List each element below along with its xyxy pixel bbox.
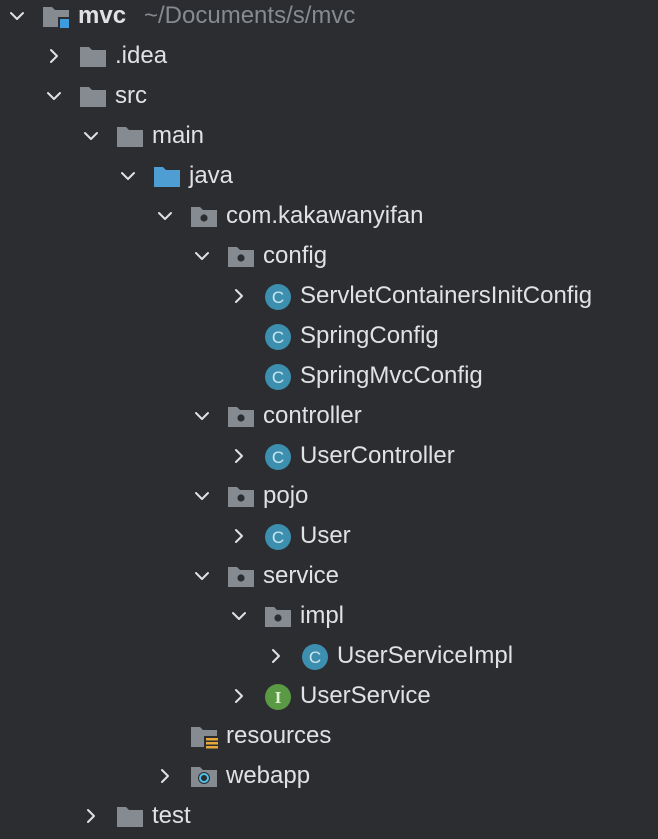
chevron-right-icon[interactable] xyxy=(228,685,250,707)
tree-item-user-controller[interactable]: C UserController xyxy=(0,437,658,477)
tree-item-label: SpringConfig xyxy=(300,322,439,349)
tree-item-servlet-containers-init-config[interactable]: C ServletContainersInitConfig xyxy=(0,277,658,317)
class-icon: C xyxy=(263,282,293,319)
chevron-right-icon[interactable] xyxy=(228,525,250,547)
class-icon: C xyxy=(300,642,330,679)
chevron-down-icon[interactable] xyxy=(43,85,65,107)
chevron-right-icon[interactable] xyxy=(43,45,65,67)
chevron-down-icon[interactable] xyxy=(117,165,139,187)
module-icon xyxy=(41,2,71,39)
chevron-down-icon[interactable] xyxy=(154,205,176,227)
chevron-down-icon[interactable] xyxy=(6,5,28,27)
svg-text:C: C xyxy=(272,528,284,547)
tree-item-label: webapp xyxy=(226,762,311,789)
chevron-down-icon[interactable] xyxy=(191,565,213,587)
package-icon xyxy=(263,602,293,639)
tree-item-main[interactable]: main xyxy=(0,117,658,157)
tree-item-com-kakawanyifan[interactable]: com.kakawanyifan xyxy=(0,197,658,237)
folder-icon xyxy=(78,42,108,79)
tree-item-label: User xyxy=(300,522,351,549)
chevron-down-icon[interactable] xyxy=(191,245,213,267)
class-icon: C xyxy=(263,522,293,559)
tree-item-webapp[interactable]: webapp xyxy=(0,757,658,797)
folder-icon xyxy=(115,122,145,159)
web-folder-icon xyxy=(189,762,219,799)
svg-text:C: C xyxy=(272,368,284,387)
folder-icon xyxy=(115,802,145,839)
tree-item-pojo[interactable]: pojo xyxy=(0,477,658,517)
tree-item-label: pojo xyxy=(263,482,309,509)
tree-item-controller[interactable]: controller xyxy=(0,397,658,437)
tree-item-label: UserService xyxy=(300,682,431,709)
class-icon: C xyxy=(263,362,293,399)
package-icon xyxy=(226,562,256,599)
project-path: ~/Documents/s/mvc xyxy=(144,2,356,29)
tree-item-impl[interactable]: impl xyxy=(0,597,658,637)
tree-item-label: .idea xyxy=(115,42,168,69)
folder-icon xyxy=(78,82,108,119)
tree-item-src[interactable]: src xyxy=(0,77,658,117)
package-icon xyxy=(226,482,256,519)
tree-item-user-service-impl[interactable]: C UserServiceImpl xyxy=(0,637,658,677)
tree-item-label: test xyxy=(152,802,191,829)
tree-item-idea[interactable]: .idea xyxy=(0,37,658,77)
tree-item-label: SpringMvcConfig xyxy=(300,362,483,389)
package-icon xyxy=(226,242,256,279)
tree-item-resources[interactable]: resources xyxy=(0,717,658,757)
source-folder-icon xyxy=(152,162,182,199)
svg-text:C: C xyxy=(309,648,321,667)
tree-item-label: config xyxy=(263,242,328,269)
tree-item-label: ServletContainersInitConfig xyxy=(300,282,593,309)
tree-item-spring-config[interactable]: C SpringConfig xyxy=(0,317,658,357)
svg-text:C: C xyxy=(272,448,284,467)
chevron-right-icon[interactable] xyxy=(228,285,250,307)
chevron-down-icon[interactable] xyxy=(228,605,250,627)
tree-item-mvc[interactable]: mvc ~/Documents/s/mvc xyxy=(0,0,658,37)
tree-item-label: impl xyxy=(300,602,345,629)
chevron-down-icon[interactable] xyxy=(191,405,213,427)
tree-item-label: java xyxy=(189,162,234,189)
tree-item-spring-mvc-config[interactable]: C SpringMvcConfig xyxy=(0,357,658,397)
tree-item-label: controller xyxy=(263,402,362,429)
tree-item-label: com.kakawanyifan xyxy=(226,202,424,229)
tree-item-label: service xyxy=(263,562,340,589)
tree-item-label: UserServiceImpl xyxy=(337,642,514,669)
tree-item-label: main xyxy=(152,122,205,149)
tree-item-user[interactable]: C User xyxy=(0,517,658,557)
tree-item-test[interactable]: test xyxy=(0,797,658,837)
tree-item-label: mvc xyxy=(78,2,127,29)
tree-item-label: src xyxy=(115,82,147,109)
chevron-right-icon[interactable] xyxy=(228,445,250,467)
svg-text:C: C xyxy=(272,288,284,307)
resources-folder-icon xyxy=(189,722,219,759)
chevron-down-icon[interactable] xyxy=(80,125,102,147)
tree-item-label: resources xyxy=(226,722,332,749)
package-icon xyxy=(226,402,256,439)
svg-text:C: C xyxy=(272,328,284,347)
tree-item-label: UserController xyxy=(300,442,455,469)
svg-text:I: I xyxy=(275,688,282,707)
class-icon: C xyxy=(263,322,293,359)
chevron-down-icon[interactable] xyxy=(191,485,213,507)
tree-item-user-service[interactable]: I UserService xyxy=(0,677,658,717)
tree-item-config[interactable]: config xyxy=(0,237,658,277)
tree-item-service[interactable]: service xyxy=(0,557,658,597)
class-icon: C xyxy=(263,442,293,479)
chevron-right-icon[interactable] xyxy=(265,645,287,667)
package-icon xyxy=(189,202,219,239)
chevron-right-icon[interactable] xyxy=(154,765,176,787)
tree-item-java[interactable]: java xyxy=(0,157,658,197)
chevron-right-icon[interactable] xyxy=(80,805,102,827)
interface-icon: I xyxy=(263,682,293,719)
